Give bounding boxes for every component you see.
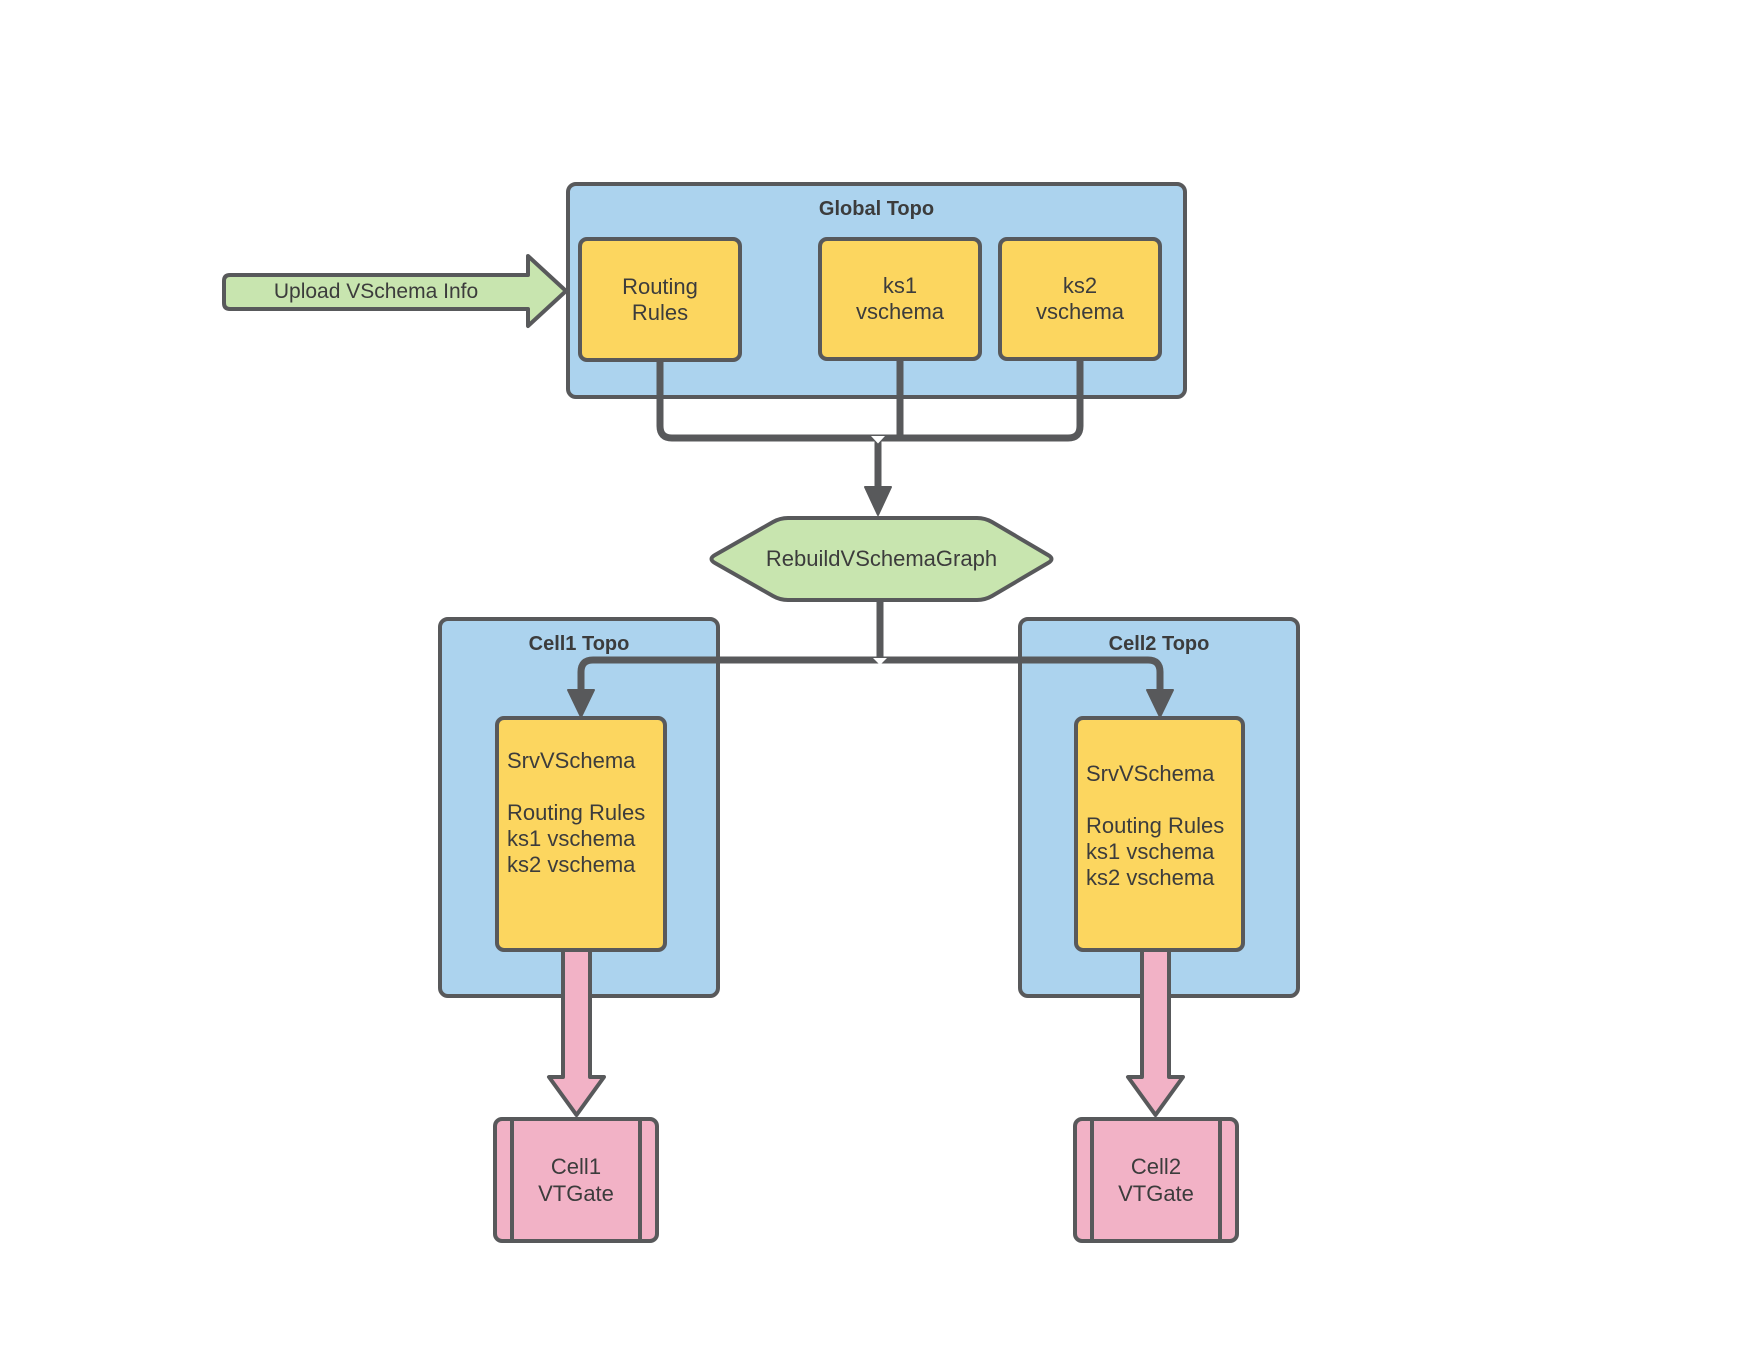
vtgate-side-line xyxy=(638,1121,642,1239)
vtgate-side-line xyxy=(510,1121,514,1239)
global-merge-connector xyxy=(656,360,1084,442)
vtgate-side-line xyxy=(1090,1121,1094,1239)
rebuild-arrowhead-icon xyxy=(864,486,892,516)
cell-split-connector xyxy=(577,656,1164,694)
cell1-arrowhead-icon xyxy=(567,689,595,718)
ks2-vschema-box: ks2 vschema xyxy=(998,237,1162,361)
ks1-vschema-box: ks1 vschema xyxy=(818,237,982,361)
cell1-vtgate-box: Cell1 VTGate xyxy=(493,1117,659,1243)
cell2-vtgate-box: Cell2 VTGate xyxy=(1073,1117,1239,1243)
upload-arrow-label: Upload VSchema Info xyxy=(273,280,479,303)
cell1-vtgate-label: Cell1 VTGate xyxy=(538,1154,614,1206)
rebuild-hexagon-shape xyxy=(709,516,1054,602)
cell1-topo-title: Cell1 Topo xyxy=(528,633,630,655)
rebuild-hexagon-label: RebuildVSchemaGraph xyxy=(765,546,998,571)
vtgate-side-line xyxy=(1218,1121,1222,1239)
merge-junction-notch xyxy=(871,436,885,444)
routing-rules-box: Routing Rules xyxy=(578,237,742,362)
cell1-srvvschema-box: SrvVSchema Routing Rules ks1 vschema ks2… xyxy=(495,716,667,952)
cell2-topo-title: Cell2 Topo xyxy=(1108,633,1210,655)
cell1-vtgate-flow-arrow xyxy=(547,947,606,1117)
upload-arrow-shape xyxy=(222,254,568,328)
cell2-vtgate-flow-arrow xyxy=(1126,947,1185,1117)
cell2-arrowhead-icon xyxy=(1146,689,1174,718)
global-topo-title: Global Topo xyxy=(818,198,935,220)
split-junction-notch xyxy=(873,658,887,665)
cell2-srvvschema-box: SrvVSchema Routing Rules ks1 vschema ks2… xyxy=(1074,716,1245,952)
cell2-vtgate-label: Cell2 VTGate xyxy=(1118,1154,1194,1206)
